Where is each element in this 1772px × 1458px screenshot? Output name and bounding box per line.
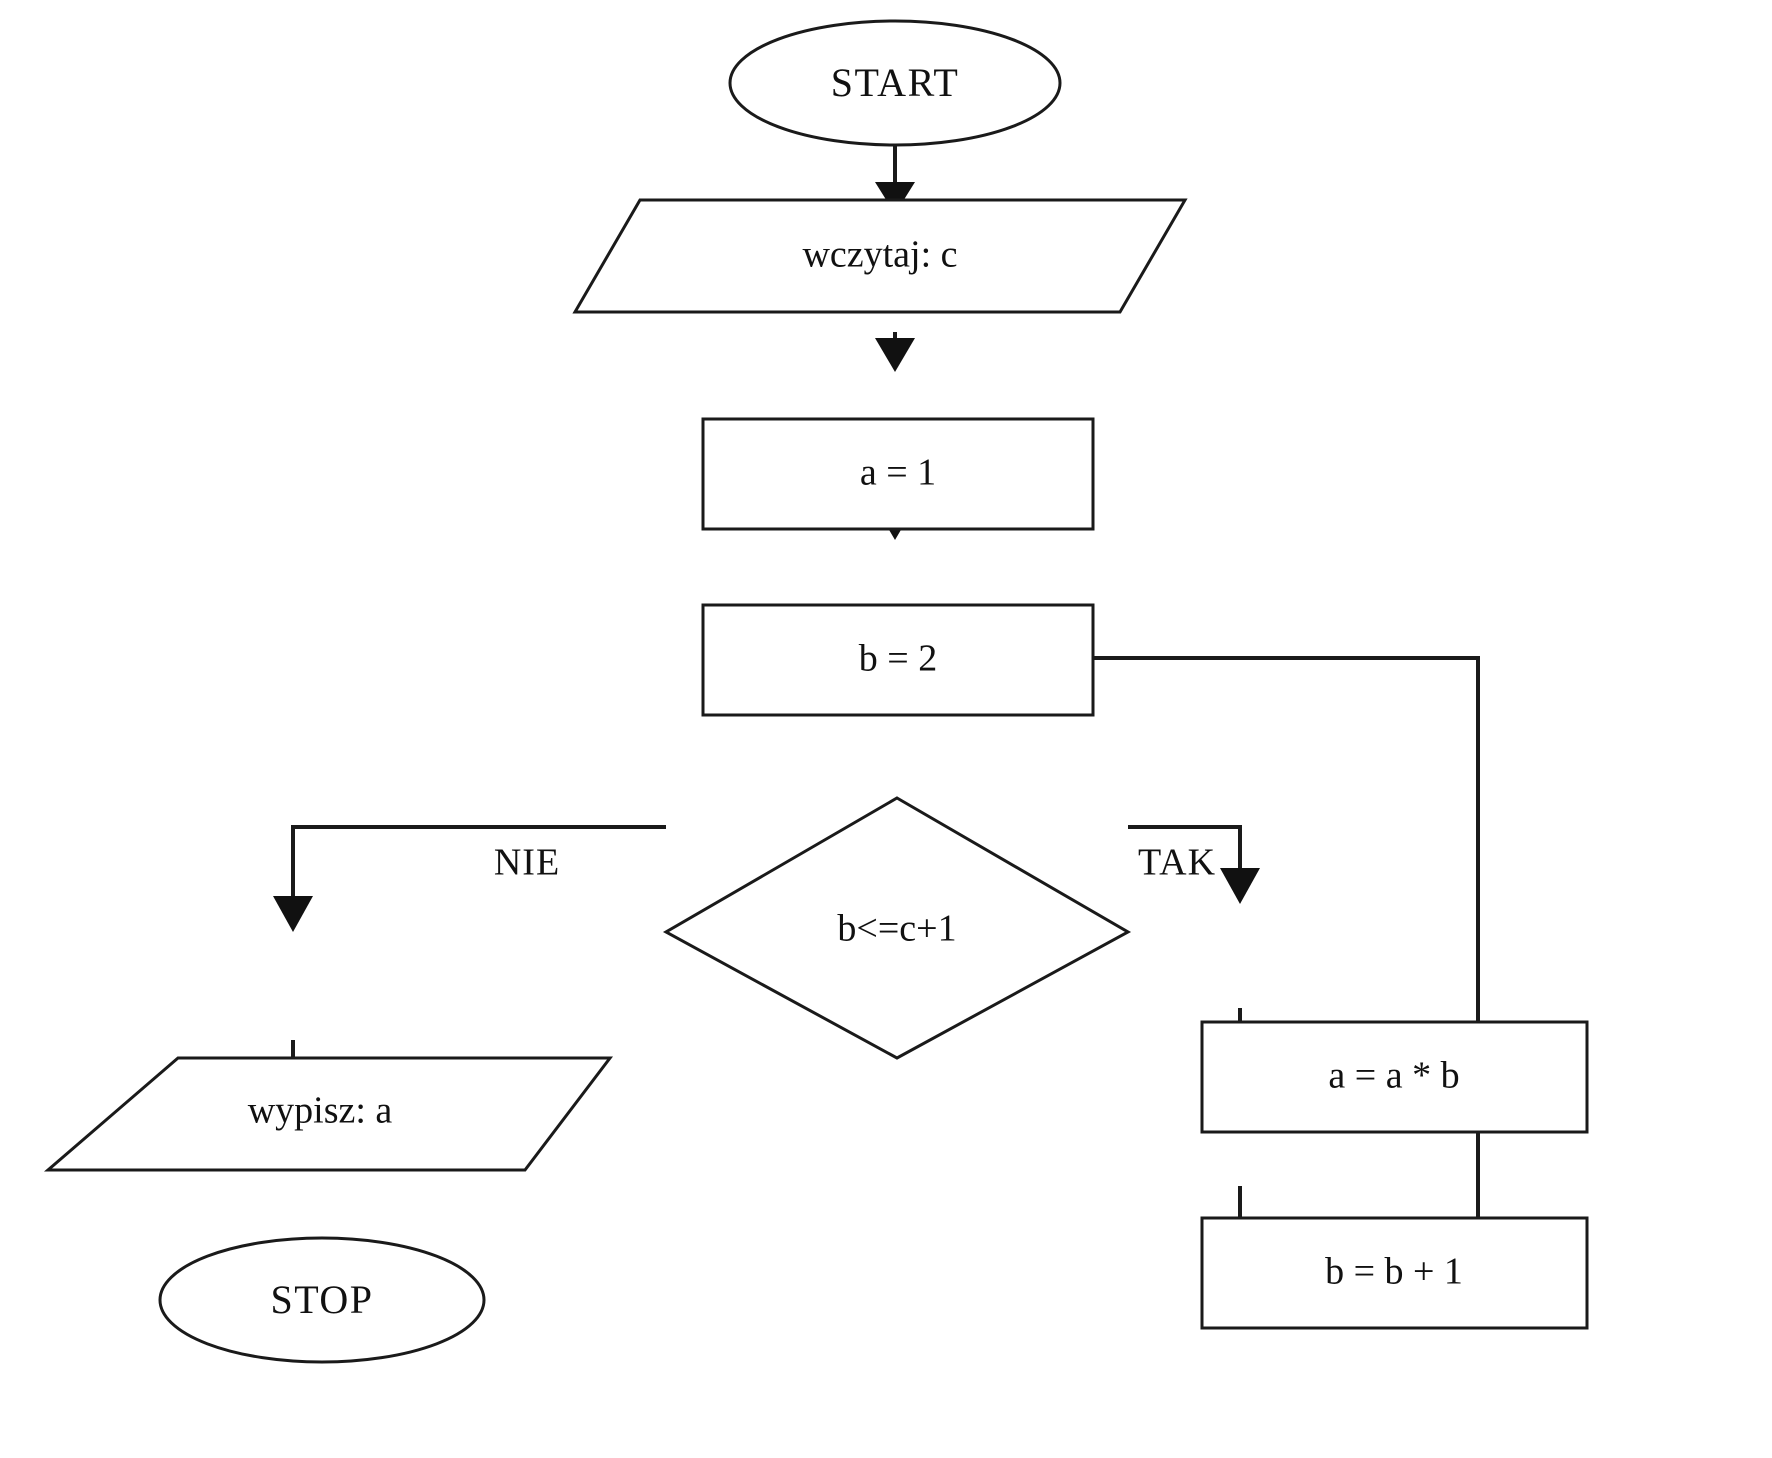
node-decision[interactable]: b<=c+1 xyxy=(662,796,1132,1060)
assign-a-label: a = 1 xyxy=(860,452,936,494)
edge-start-to-read xyxy=(875,140,915,214)
node-start[interactable]: START xyxy=(728,19,1062,147)
branch-label-yes: TAK xyxy=(1138,842,1216,884)
node-multiply[interactable]: a = a * b xyxy=(1200,1020,1589,1134)
assign-b-label: b = 2 xyxy=(859,638,937,680)
node-assign-a[interactable]: a = 1 xyxy=(701,417,1095,531)
arrowhead-icon xyxy=(875,182,915,214)
branch-label-no: NIE xyxy=(494,842,560,884)
start-oval xyxy=(728,19,1062,147)
read-parallelogram xyxy=(572,198,1188,314)
edge-decision-no xyxy=(273,825,666,932)
arrowhead-icon xyxy=(875,338,915,372)
node-increment[interactable]: b = b + 1 xyxy=(1200,1216,1589,1330)
read-label: wczytaj: c xyxy=(802,234,957,276)
decision-diamond xyxy=(662,796,1132,1060)
stop-oval xyxy=(158,1236,486,1364)
node-assign-b[interactable]: b = 2 xyxy=(701,603,1095,717)
write-label: wypisz: a xyxy=(248,1090,393,1132)
increment-label: b = b + 1 xyxy=(1325,1251,1463,1293)
arrowhead-icon xyxy=(273,896,313,932)
multiply-rect xyxy=(1200,1020,1589,1134)
write-parallelogram xyxy=(43,1056,614,1172)
edge-decision-yes xyxy=(1128,825,1260,904)
stop-label: STOP xyxy=(270,1277,373,1322)
node-read-input[interactable]: wczytaj: c xyxy=(572,198,1188,314)
node-stop[interactable]: STOP xyxy=(158,1236,486,1364)
arrowhead-icon xyxy=(1220,868,1260,904)
start-label: START xyxy=(831,60,960,105)
edge-read-to-seta xyxy=(875,332,915,372)
increment-rect xyxy=(1200,1216,1589,1330)
multiply-label: a = a * b xyxy=(1328,1055,1459,1097)
assign-b-rect xyxy=(701,603,1095,717)
node-write-output[interactable]: wypisz: a xyxy=(43,1056,614,1172)
assign-a-rect xyxy=(701,417,1095,531)
decision-label: b<=c+1 xyxy=(837,908,956,950)
